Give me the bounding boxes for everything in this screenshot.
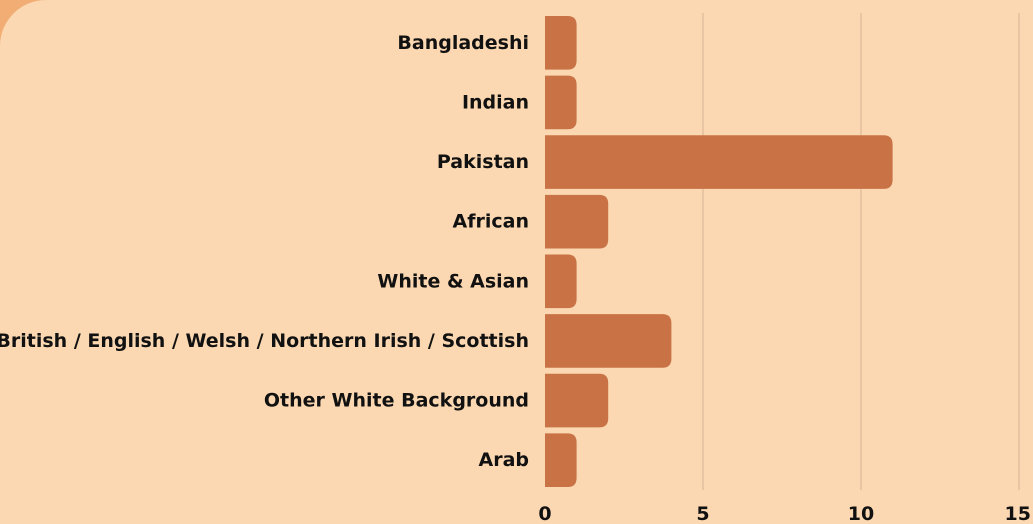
bar-1 bbox=[545, 75, 577, 130]
category-label-5: British / English / Welsh / Northern Iri… bbox=[0, 330, 529, 352]
bar-6 bbox=[545, 373, 609, 428]
x-tick-label-2: 10 bbox=[848, 503, 874, 524]
bar-4 bbox=[545, 254, 577, 309]
x-tick-label-3: 15 bbox=[1005, 503, 1031, 524]
bar-5 bbox=[545, 314, 672, 368]
bar-7 bbox=[545, 433, 577, 488]
category-label-6: Other White Background bbox=[264, 390, 529, 412]
x-axis-tick-labels: 0 5 10 15 bbox=[538, 503, 1031, 524]
category-label-3: African bbox=[453, 211, 529, 233]
category-label-4: White & Asian bbox=[377, 270, 529, 292]
x-tick-label-0: 0 bbox=[538, 503, 551, 524]
category-label-2: Pakistan bbox=[437, 151, 529, 173]
category-label-0: Bangladeshi bbox=[397, 32, 529, 54]
category-label-1: Indian bbox=[462, 91, 529, 113]
category-label-7: Arab bbox=[479, 449, 530, 471]
bar-2 bbox=[545, 135, 893, 189]
bar-3 bbox=[545, 194, 609, 249]
bar-0 bbox=[545, 15, 577, 70]
bars bbox=[545, 15, 893, 488]
x-tick-label-1: 5 bbox=[696, 503, 709, 524]
gridlines bbox=[702, 13, 1020, 490]
